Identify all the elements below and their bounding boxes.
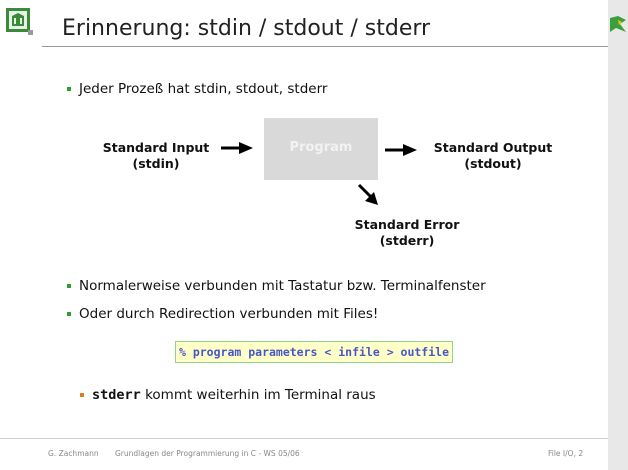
bullet-item: Normalerweise verbunden mit Tastatur bzw… [67, 278, 486, 294]
bullet-text: Oder durch Redirection verbunden mit Fil… [79, 306, 379, 322]
standard-input-title: Standard Input [102, 140, 210, 155]
bullet-item: Jeder Prozeß hat stdin, stdout, stderr [67, 81, 328, 97]
right-sidebar [608, 0, 628, 470]
sub-bullet-marker-icon [80, 393, 84, 397]
standard-output-title: Standard Output [433, 140, 553, 155]
output-arrow-icon [385, 144, 417, 156]
standard-error-title: Standard Error [354, 217, 460, 232]
footer-divider [0, 438, 608, 439]
footer-course: Grundlagen der Programmierung in C - WS … [115, 449, 300, 458]
footer-author: G. Zachmann [48, 449, 99, 458]
error-arrow-icon [357, 183, 378, 205]
standard-error-label: Standard Error (stderr) [334, 217, 480, 249]
standard-input-label: Standard Input (stdin) [84, 140, 228, 172]
bullet-marker-icon [67, 284, 71, 288]
bullet-marker-icon [67, 87, 71, 91]
logo-icon [610, 16, 626, 32]
sub-bullet-item: stderr kommt weiterhin im Terminal raus [80, 387, 376, 403]
page-title: Erinnerung: stdin / stdout / stderr [62, 16, 431, 41]
stderr-code: stderr [92, 387, 141, 403]
sub-bullet-text: kommt weiterhin im Terminal raus [140, 387, 376, 403]
program-label: Program [289, 140, 353, 155]
standard-output-label: Standard Output (stdout) [420, 140, 566, 172]
bullet-text: Jeder Prozeß hat stdin, stdout, stderr [79, 81, 328, 97]
standard-input-subtitle: (stdin) [132, 156, 180, 171]
university-seal-icon [6, 8, 33, 35]
program-box: Program [264, 118, 378, 180]
command-example: % program parameters < infile > outfile [175, 341, 453, 363]
bullet-text: Normalerweise verbunden mit Tastatur bzw… [79, 278, 486, 294]
bullet-marker-icon [67, 312, 71, 316]
footer-page: File I/O, 2 [548, 449, 584, 458]
title-divider [42, 46, 608, 47]
input-arrow-icon [221, 142, 253, 154]
bullet-item: Oder durch Redirection verbunden mit Fil… [67, 306, 379, 322]
standard-error-subtitle: (stderr) [379, 233, 435, 248]
standard-output-subtitle: (stdout) [464, 156, 522, 171]
